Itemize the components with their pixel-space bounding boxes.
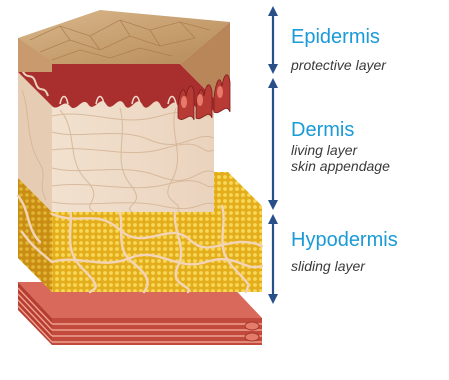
hypodermis-label: Hypodermis sliding layer xyxy=(291,228,398,274)
dermis-label: Dermis living layer skin appendage xyxy=(291,118,390,174)
dermis-arrow xyxy=(268,78,278,210)
skin-cross-section-illustration xyxy=(0,0,270,380)
epidermis-label: Epidermis protective layer xyxy=(291,25,386,73)
epidermis-title: Epidermis xyxy=(291,25,386,49)
epidermis-arrow xyxy=(268,6,278,74)
dermis-description-2: skin appendage xyxy=(291,158,390,174)
epidermis-description: protective layer xyxy=(291,57,386,73)
hypodermis-arrow xyxy=(268,214,278,304)
hypodermis-description: sliding layer xyxy=(291,258,398,274)
dermis-description-1: living layer xyxy=(291,142,390,158)
hypodermis-title: Hypodermis xyxy=(291,228,398,252)
dermis-title: Dermis xyxy=(291,118,390,142)
layer-extent-arrows xyxy=(258,0,288,380)
